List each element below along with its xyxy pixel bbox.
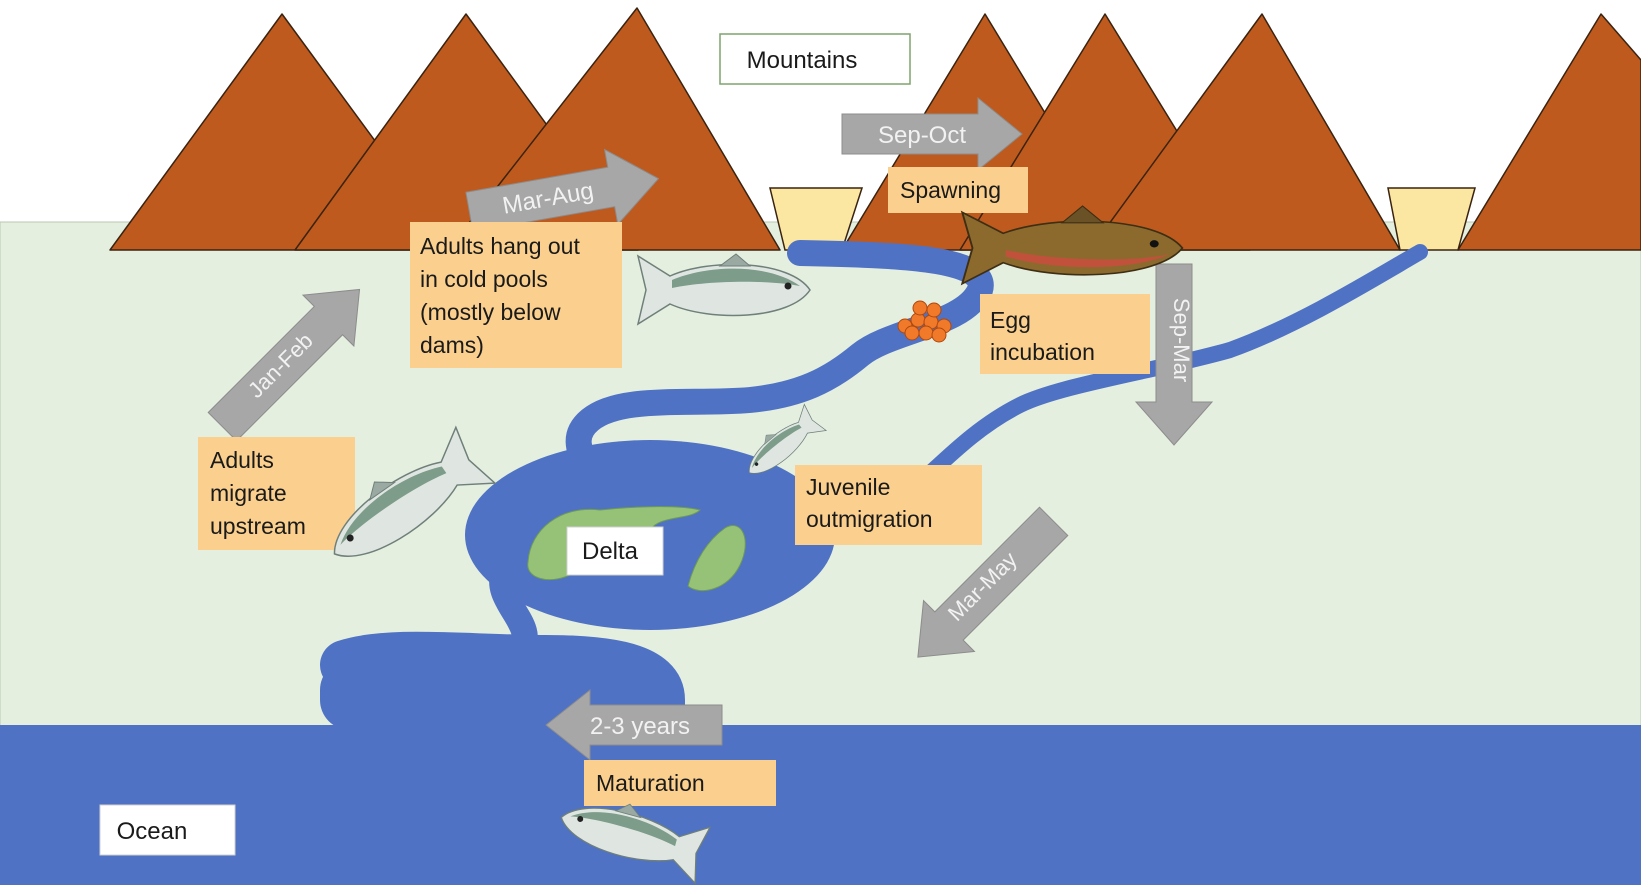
adults-migrate-line-2: migrate bbox=[210, 480, 287, 506]
arrow-sep-mar bbox=[1134, 263, 1214, 446]
cold-pool-right bbox=[1387, 187, 1476, 251]
cold-pools-line-1: Adults hang out bbox=[420, 233, 580, 259]
adults-migrate-box bbox=[198, 437, 355, 550]
spawning-trout-icon bbox=[960, 205, 1184, 286]
adults-migrate-line-3: upstream bbox=[210, 513, 306, 539]
mountain-peak-7 bbox=[1457, 13, 1641, 251]
maturation-box bbox=[584, 760, 776, 806]
delta-island-right bbox=[687, 525, 746, 592]
juvenile-outmigration-line-2: outmigration bbox=[806, 506, 933, 532]
river-main-channel bbox=[342, 240, 994, 693]
mountains-label-box bbox=[719, 33, 911, 85]
arrow-label-2-3-years: 2-3 years bbox=[590, 713, 690, 740]
spawning-label: Spawning bbox=[900, 177, 1001, 203]
delta-label-box bbox=[566, 526, 664, 576]
spawning-box bbox=[888, 167, 1028, 213]
egg-incubation-line-1: Egg bbox=[990, 307, 1031, 333]
ocean-label-box bbox=[99, 804, 236, 856]
ocean-area bbox=[0, 725, 1641, 885]
ocean-label: Ocean bbox=[117, 818, 188, 845]
arrow-label-sep-oct: Sep-Oct bbox=[878, 122, 966, 149]
arrow-jan-feb bbox=[207, 288, 361, 442]
egg-incubation-line-2: incubation bbox=[990, 339, 1095, 365]
arrow-mar-may bbox=[917, 506, 1069, 658]
egg-incubation-box bbox=[980, 294, 1150, 374]
timing-arrows bbox=[207, 96, 1214, 762]
cold-pools-line-2: in cold pools bbox=[420, 266, 548, 292]
cold-pools-box bbox=[410, 222, 622, 368]
juvenile-outmigration-line-1: Juvenile bbox=[806, 474, 890, 500]
arrow-sep-oct bbox=[841, 96, 1023, 172]
adults-migrate-line-1: Adults bbox=[210, 447, 274, 473]
arrow-2-3-years bbox=[545, 688, 723, 762]
cold-pools-line-4: dams) bbox=[420, 332, 484, 358]
stage-boxes bbox=[198, 167, 1150, 806]
juvenile-outmigration-box bbox=[795, 465, 982, 545]
maturation-label: Maturation bbox=[596, 770, 705, 796]
salmon-eggs-icon bbox=[897, 300, 952, 343]
mountains-label: Mountains bbox=[747, 47, 858, 74]
mountain-peak-6 bbox=[1089, 13, 1401, 251]
delta-label: Delta bbox=[582, 538, 639, 565]
cold-pools-line-3: (mostly below bbox=[420, 299, 561, 325]
arrow-label-sep-mar: Sep-Mar bbox=[1169, 298, 1194, 382]
